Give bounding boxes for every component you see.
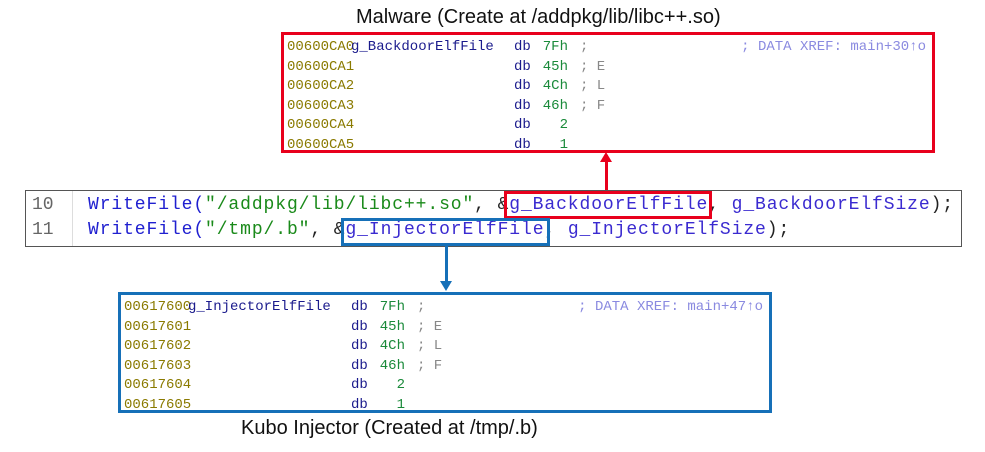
address: 00600CA2: [287, 78, 355, 94]
comment: ; L: [417, 338, 443, 354]
code-token-arg1: g_BackdoorElfFile: [509, 195, 709, 215]
address: 00617600: [124, 299, 192, 315]
code-text: WriteFile("/addpkg/lib/libc++.so", &g_Ba…: [88, 193, 954, 218]
opcode: db: [514, 97, 531, 114]
listing-row: 00600CA3 db 46h ; F: [284, 96, 932, 116]
code-token-str: "/addpkg/lib/libc++.so": [205, 195, 475, 215]
address: 00617601: [124, 318, 192, 335]
injector-highlight: [341, 218, 550, 246]
value: 7Fh: [542, 39, 568, 55]
value: 7Fh: [379, 299, 405, 315]
opcode: db: [351, 299, 368, 315]
injector-caption: Kubo Injector (Created at /tmp/.b): [241, 417, 538, 439]
value: 4Ch: [379, 338, 405, 354]
comment: ;: [580, 39, 589, 55]
address: 00600CA5: [287, 136, 355, 153]
comment: ; E: [580, 58, 606, 75]
comment: ; F: [580, 97, 606, 114]
line-number: 11: [32, 220, 54, 240]
value: 46h: [379, 357, 405, 374]
opcode: db: [351, 396, 368, 413]
code-token-str: "/tmp/.b": [205, 220, 311, 240]
value: 45h: [379, 318, 405, 335]
line-gutter: [26, 191, 73, 246]
opcode: db: [514, 58, 531, 75]
malware-arrowhead-icon: [600, 152, 612, 162]
malware-caption: Malware (Create at /addpkg/lib/libc++.so…: [356, 6, 721, 28]
code-token-arg1: g_InjectorElfFile: [345, 220, 545, 240]
address: 00617602: [124, 338, 192, 354]
xref-comment: ; DATA XREF: main+30↑o: [741, 39, 926, 55]
value: 4Ch: [542, 78, 568, 94]
comment: ; L: [580, 78, 606, 94]
malware-arrow: [605, 160, 608, 191]
backdoor-highlight: [504, 191, 712, 219]
address: 00617605: [124, 396, 192, 413]
address: 00617604: [124, 377, 192, 393]
address: 00600CA1: [287, 58, 355, 75]
code-token-p3: );: [766, 220, 791, 240]
code-token-p1: , &: [474, 195, 510, 215]
opcode: db: [351, 318, 368, 335]
value: 45h: [542, 58, 568, 75]
listing-row: 00617604 db 2: [121, 375, 769, 395]
listing-row: 00617601 db 45h ; E: [121, 317, 769, 337]
value: 1: [396, 396, 405, 413]
opcode: db: [351, 377, 368, 393]
comment: ; E: [417, 318, 443, 335]
opcode: db: [351, 357, 368, 374]
address: 00600CA4: [287, 117, 355, 133]
comment: ;: [417, 299, 426, 315]
comment: ; F: [417, 357, 443, 374]
code-token-fn: WriteFile(: [88, 220, 206, 240]
injector-arrow: [445, 246, 448, 282]
code-token-p2: ,: [708, 195, 732, 215]
code-text: WriteFile("/tmp/.b", &g_InjectorElfFile,…: [88, 218, 790, 243]
symbol-label: g_InjectorElfFile: [188, 299, 331, 315]
code-token-p1: , &: [310, 220, 346, 240]
code-token-p3: );: [930, 195, 954, 215]
address: 00600CA0: [287, 39, 355, 55]
xref-comment: ; DATA XREF: main+47↑o: [578, 299, 763, 315]
opcode: db: [514, 117, 531, 133]
address: 00600CA3: [287, 97, 355, 114]
code-token-arg2: g_InjectorElfSize: [567, 220, 767, 240]
listing-row: 00600CA2 db 4Ch ; L: [284, 76, 932, 96]
listing-row: 00617605 db 1: [121, 395, 769, 415]
value: 1: [559, 136, 568, 153]
code-token-arg2: g_BackdoorElfSize: [731, 195, 931, 215]
symbol-label: g_BackdoorElfFile: [351, 39, 494, 55]
opcode: db: [514, 78, 531, 94]
code-token-fn: WriteFile(: [88, 195, 206, 215]
listing-row: 00600CA4 db 2: [284, 115, 932, 135]
code-line: 11 WriteFile("/tmp/.b", &g_InjectorElfFil…: [26, 218, 956, 243]
address: 00617603: [124, 357, 192, 374]
opcode: db: [351, 338, 368, 354]
opcode: db: [514, 136, 531, 153]
value: 2: [559, 117, 568, 133]
listing-row: 00600CA5 db 1: [284, 135, 932, 155]
opcode: db: [514, 39, 531, 55]
listing-row: 00617602 db 4Ch ; L: [121, 336, 769, 356]
value: 46h: [542, 97, 568, 114]
listing-row: 00600CA1 db 45h ; E: [284, 57, 932, 77]
value: 2: [396, 377, 405, 393]
line-number: 10: [32, 195, 54, 215]
listing-row: 00617603 db 46h ; F: [121, 356, 769, 376]
injector-arrowhead-icon: [440, 281, 452, 291]
